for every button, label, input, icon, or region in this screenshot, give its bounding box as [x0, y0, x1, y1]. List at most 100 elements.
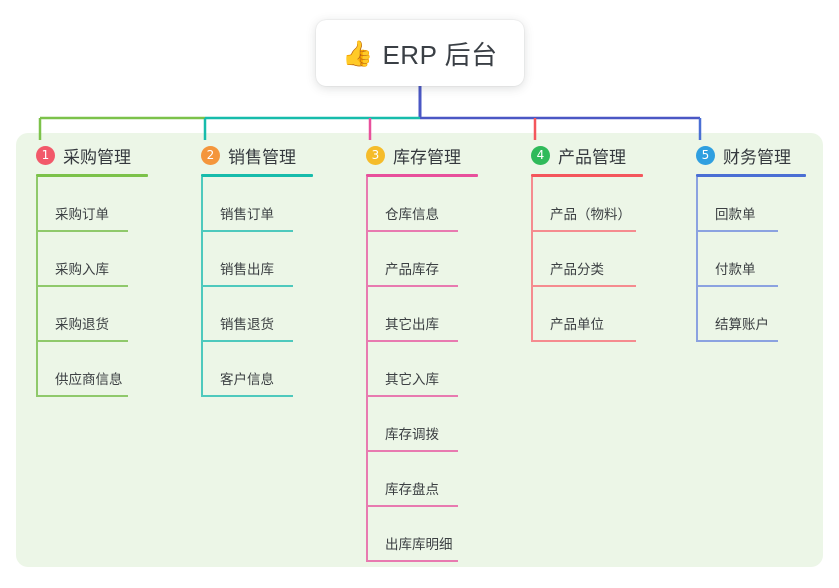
root-title: ERP 后台	[382, 39, 498, 70]
menu-item[interactable]: 销售订单	[201, 177, 313, 232]
menu-item-label: 产品分类	[550, 262, 604, 277]
column-1: 1 采购管理采购订单采购入库采购退货供应商信息	[36, 142, 148, 397]
menu-item-label: 仓库信息	[385, 207, 439, 222]
thumbs-up-icon: 👍	[342, 38, 374, 68]
menu-item-rule	[36, 395, 128, 397]
menu-item-rule	[36, 285, 128, 287]
column-badge-5: 5	[696, 145, 715, 165]
menu-item-label: 客户信息	[220, 372, 274, 387]
menu-item-rule	[366, 560, 458, 562]
menu-item[interactable]: 仓库信息	[366, 177, 478, 232]
menu-item[interactable]: 结算账户	[696, 287, 806, 342]
column-rule	[36, 174, 148, 177]
column-4: 4 产品管理产品（物料） 产品分类产品单位	[531, 142, 643, 342]
menu-item-label: 库存盘点	[385, 482, 439, 497]
menu-item-rule	[36, 340, 128, 342]
menu-item-rule	[201, 230, 293, 232]
menu-item-rule	[696, 230, 778, 232]
menu-item[interactable]: 供应商信息	[36, 342, 148, 397]
column-3: 3 库存管理仓库信息产品库存其它出库其它入库库存调拨库存盘点出库库明细	[366, 142, 478, 562]
menu-item-label: 产品库存	[385, 262, 439, 277]
item-spine	[696, 177, 698, 342]
menu-item[interactable]: 回款单	[696, 177, 806, 232]
menu-item[interactable]: 其它入库	[366, 342, 478, 397]
item-spine	[366, 177, 368, 562]
column-title: 产品管理	[558, 147, 626, 167]
column-items: 回款单付款单结算账户	[696, 177, 806, 342]
menu-item-rule	[696, 285, 778, 287]
menu-item-rule	[531, 230, 636, 232]
menu-item[interactable]: 库存调拨	[366, 397, 478, 452]
menu-item-label: 销售退货	[220, 317, 274, 332]
menu-item-label: 采购订单	[55, 207, 109, 222]
menu-item[interactable]: 采购入库	[36, 232, 148, 287]
column-badge-4: 4	[531, 145, 550, 165]
column-title: 销售管理	[228, 147, 296, 167]
menu-item-label: 供应商信息	[55, 372, 123, 387]
column-badge-2: 2	[201, 145, 220, 165]
menu-item-label: 库存调拨	[385, 427, 439, 442]
menu-item[interactable]: 产品库存	[366, 232, 478, 287]
column-title: 采购管理	[63, 147, 131, 167]
column-header-2[interactable]: 2 销售管理	[201, 142, 313, 168]
menu-item-label: 产品单位	[550, 317, 604, 332]
column-rule	[531, 174, 643, 177]
column-items: 产品（物料） 产品分类产品单位	[531, 177, 643, 342]
menu-item-rule	[201, 340, 293, 342]
menu-item-rule	[366, 230, 458, 232]
menu-item-label: 回款单	[715, 207, 756, 222]
column-5: 5 财务管理回款单付款单结算账户	[696, 142, 806, 342]
menu-item[interactable]: 产品分类	[531, 232, 643, 287]
column-items: 采购订单采购入库采购退货供应商信息	[36, 177, 148, 397]
menu-item-label: 出库库明细	[385, 537, 453, 552]
column-items: 销售订单销售出库销售退货客户信息	[201, 177, 313, 397]
item-spine	[201, 177, 203, 397]
menu-item-rule	[366, 450, 458, 452]
column-rule	[201, 174, 313, 177]
column-badge-3: 3	[366, 145, 385, 165]
menu-item[interactable]: 库存盘点	[366, 452, 478, 507]
column-rule	[366, 174, 478, 177]
menu-item-rule	[36, 230, 128, 232]
column-badge-1: 1	[36, 145, 55, 165]
menu-item[interactable]: 产品单位	[531, 287, 643, 342]
column-rule	[696, 174, 806, 177]
menu-item[interactable]: 采购订单	[36, 177, 148, 232]
menu-item[interactable]: 销售退货	[201, 287, 313, 342]
menu-item-label: 采购退货	[55, 317, 109, 332]
menu-item-rule	[531, 340, 636, 342]
root-node[interactable]: 👍 ERP 后台	[316, 20, 524, 86]
menu-item-rule	[201, 395, 293, 397]
column-header-1[interactable]: 1 采购管理	[36, 142, 148, 168]
diagram-panel	[16, 133, 823, 567]
menu-item-label: 销售出库	[220, 262, 274, 277]
menu-item[interactable]: 采购退货	[36, 287, 148, 342]
menu-item[interactable]: 付款单	[696, 232, 806, 287]
column-title: 库存管理	[393, 147, 461, 167]
menu-item-label: 付款单	[715, 262, 756, 277]
menu-item-rule	[366, 395, 458, 397]
menu-item-label: 结算账户	[715, 317, 769, 332]
menu-item-rule	[696, 340, 778, 342]
menu-item[interactable]: 产品（物料）	[531, 177, 643, 232]
menu-item-label: 销售订单	[220, 207, 274, 222]
menu-item[interactable]: 出库库明细	[366, 507, 478, 562]
menu-item-label: 其它出库	[385, 317, 439, 332]
menu-item-rule	[531, 285, 636, 287]
column-header-3[interactable]: 3 库存管理	[366, 142, 478, 168]
menu-item-rule	[366, 340, 458, 342]
menu-item[interactable]: 其它出库	[366, 287, 478, 342]
menu-item[interactable]: 销售出库	[201, 232, 313, 287]
menu-item-label: 其它入库	[385, 372, 439, 387]
column-header-5[interactable]: 5 财务管理	[696, 142, 806, 168]
column-title: 财务管理	[723, 147, 791, 167]
menu-item-rule	[366, 285, 458, 287]
column-2: 2 销售管理销售订单销售出库销售退货客户信息	[201, 142, 313, 397]
column-items: 仓库信息产品库存其它出库其它入库库存调拨库存盘点出库库明细	[366, 177, 478, 562]
item-spine	[36, 177, 38, 397]
menu-item[interactable]: 客户信息	[201, 342, 313, 397]
column-header-4[interactable]: 4 产品管理	[531, 142, 643, 168]
item-spine	[531, 177, 533, 342]
menu-item-label: 采购入库	[55, 262, 109, 277]
